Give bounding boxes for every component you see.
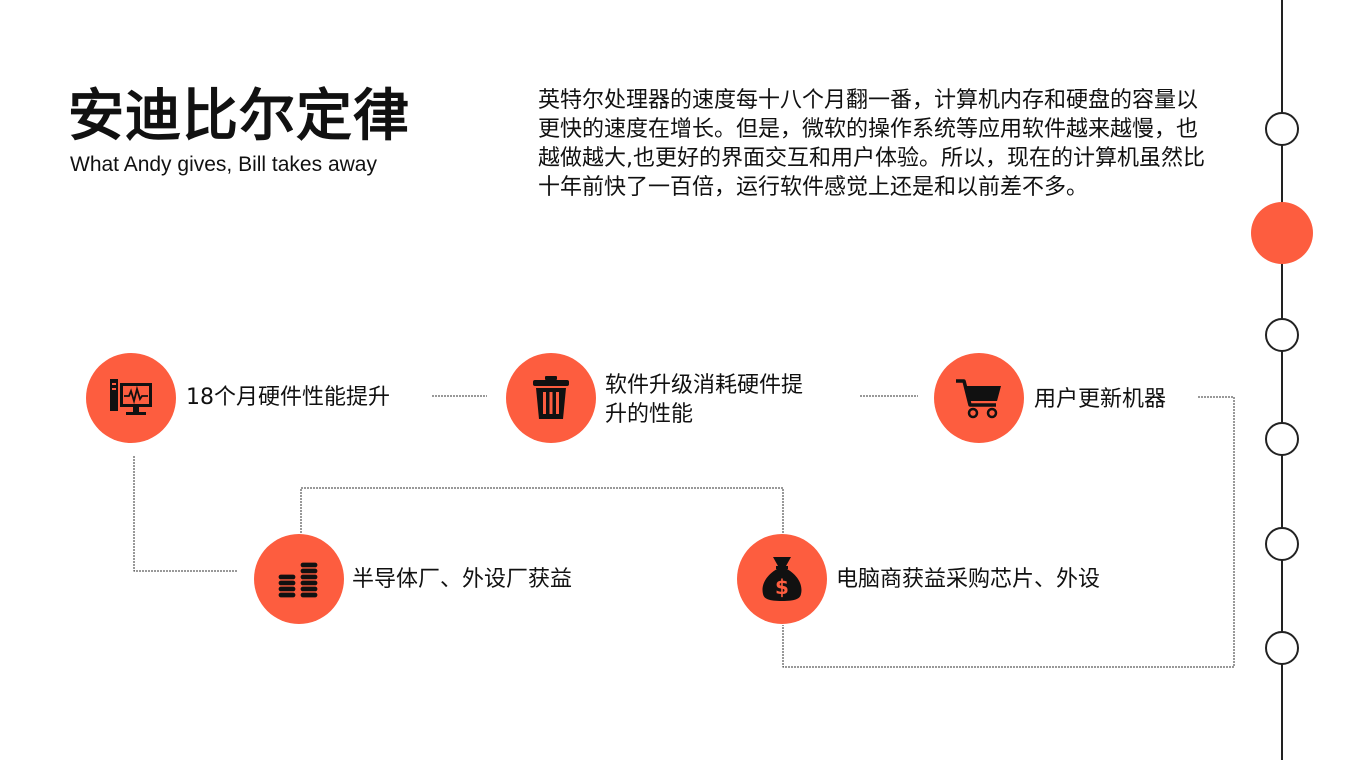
step-software-circle bbox=[506, 353, 596, 443]
connector-1-4 bbox=[133, 456, 237, 572]
timeline-dot[interactable] bbox=[1265, 422, 1299, 456]
step-software-label: 软件升级消耗硬件提 升的性能 bbox=[605, 371, 803, 429]
page-title: 安迪比尔定律 bbox=[68, 84, 410, 149]
page-subtitle: What Andy gives, Bill takes away bbox=[70, 153, 377, 176]
step-user-circle bbox=[934, 353, 1024, 443]
monitor-chart-icon bbox=[110, 379, 152, 415]
timeline-dot[interactable] bbox=[1265, 318, 1299, 352]
svg-text:$: $ bbox=[775, 575, 789, 599]
description-text: 英特尔处理器的速度每十八个月翻一番，计算机内存和硬盘的容量以更快的速度在增长。但… bbox=[538, 88, 1205, 200]
coin-stacks-icon bbox=[277, 561, 319, 599]
connector-5-4 bbox=[300, 487, 784, 533]
timeline-dot[interactable] bbox=[1265, 527, 1299, 561]
step-user-label: 用户更新机器 bbox=[1034, 387, 1167, 412]
step-software-label-line2: 升的性能 bbox=[605, 402, 694, 427]
step-semiconductor-label: 半导体厂、外设厂获益 bbox=[352, 567, 573, 592]
step-hardware-circle bbox=[86, 353, 176, 443]
timeline-dot-active[interactable] bbox=[1251, 202, 1313, 264]
timeline-line bbox=[1281, 0, 1283, 760]
step-vendor-label: 电脑商获益采购芯片、外设 bbox=[836, 567, 1101, 592]
step-software-label-line1: 软件升级消耗硬件提 bbox=[605, 373, 804, 398]
timeline-dot[interactable] bbox=[1265, 631, 1299, 665]
shopping-cart-icon bbox=[956, 379, 1001, 419]
step-hardware-label: 18个月硬件性能提升 bbox=[186, 385, 390, 410]
step-vendor-circle: $ bbox=[737, 534, 827, 624]
step-semiconductor-circle bbox=[254, 534, 344, 624]
timeline-dot[interactable] bbox=[1265, 112, 1299, 146]
trash-can-icon bbox=[533, 376, 569, 419]
money-bag-icon: $ bbox=[762, 557, 802, 601]
connector-3-5 bbox=[782, 396, 1235, 668]
